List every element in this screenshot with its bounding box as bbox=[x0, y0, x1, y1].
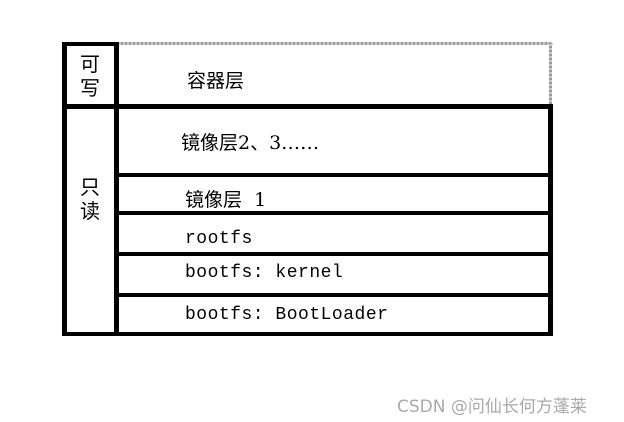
outer-right-border bbox=[548, 104, 553, 336]
divider-writable-readonly bbox=[62, 104, 553, 109]
bootfs-bootloader-layer-label: bootfs: BootLoader bbox=[185, 305, 389, 325]
divider-layer-2 bbox=[114, 173, 553, 177]
readonly-label-char-2: 读 bbox=[80, 199, 100, 223]
container-layer-top-border bbox=[117, 42, 553, 45]
container-layer-right-border bbox=[549, 42, 552, 106]
label-column-divider bbox=[114, 42, 119, 336]
watermark: CSDN @问仙长何方蓬莱 bbox=[397, 397, 587, 417]
label-column-top-border bbox=[62, 42, 119, 46]
divider-layer-3 bbox=[114, 211, 553, 215]
readonly-label-char-1: 只 bbox=[80, 175, 100, 199]
readonly-group-label: 只 读 bbox=[65, 175, 115, 223]
bootfs-kernel-layer-label: bootfs: kernel bbox=[185, 263, 344, 283]
writable-label-char-2: 写 bbox=[80, 76, 100, 100]
divider-layer-4 bbox=[114, 252, 553, 256]
writable-label-char-1: 可 bbox=[80, 52, 100, 76]
image-layer-2-3-label: 镜像层2、3…… bbox=[181, 132, 320, 154]
container-layer-label: 容器层 bbox=[187, 70, 245, 92]
rootfs-layer-label: rootfs bbox=[185, 229, 253, 249]
image-layer-1-label: 镜像层 1 bbox=[185, 189, 267, 211]
writable-group-label: 可 写 bbox=[65, 52, 115, 100]
outer-left-border bbox=[62, 42, 67, 336]
divider-layer-5 bbox=[114, 293, 553, 297]
outer-bottom-border bbox=[62, 332, 553, 336]
